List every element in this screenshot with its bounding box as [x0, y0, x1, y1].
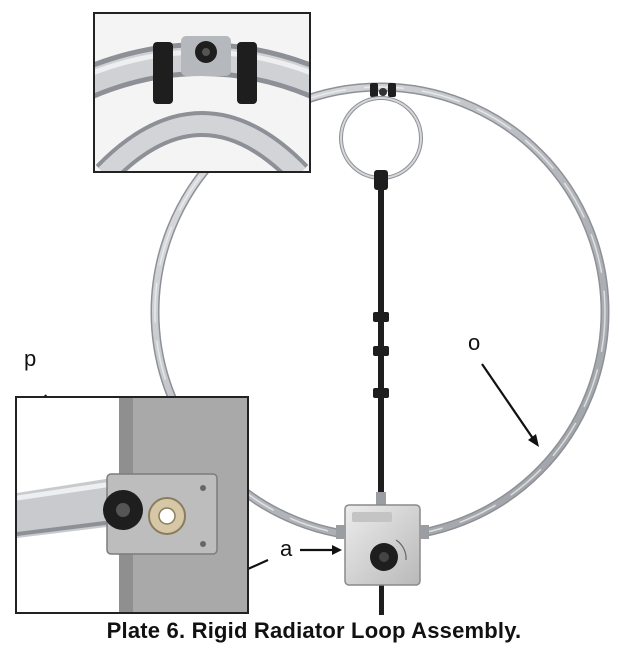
clamp-right [237, 42, 257, 104]
coupling-loop [339, 96, 423, 180]
callout-label-o: o [468, 330, 481, 355]
arrowhead-o [528, 434, 539, 447]
arrowhead-a-main [332, 545, 342, 555]
mast [373, 170, 389, 615]
inset-connector [15, 396, 249, 614]
loop-assembly-photo: o p a [15, 12, 610, 615]
tuning-box [336, 504, 429, 586]
top-clamp [370, 83, 396, 97]
callout-label-a: a [280, 536, 293, 561]
figure-caption: Plate 6. Rigid Radiator Loop Assembly. [106, 618, 522, 643]
callout-label-p: p [24, 346, 37, 371]
arrow-o [481, 363, 535, 441]
inset-top-clamp [93, 12, 311, 173]
main-photo [44, 82, 610, 615]
inset-connector-photo [17, 398, 247, 612]
clamp-left [153, 42, 173, 104]
inset-top-photo [95, 14, 309, 171]
